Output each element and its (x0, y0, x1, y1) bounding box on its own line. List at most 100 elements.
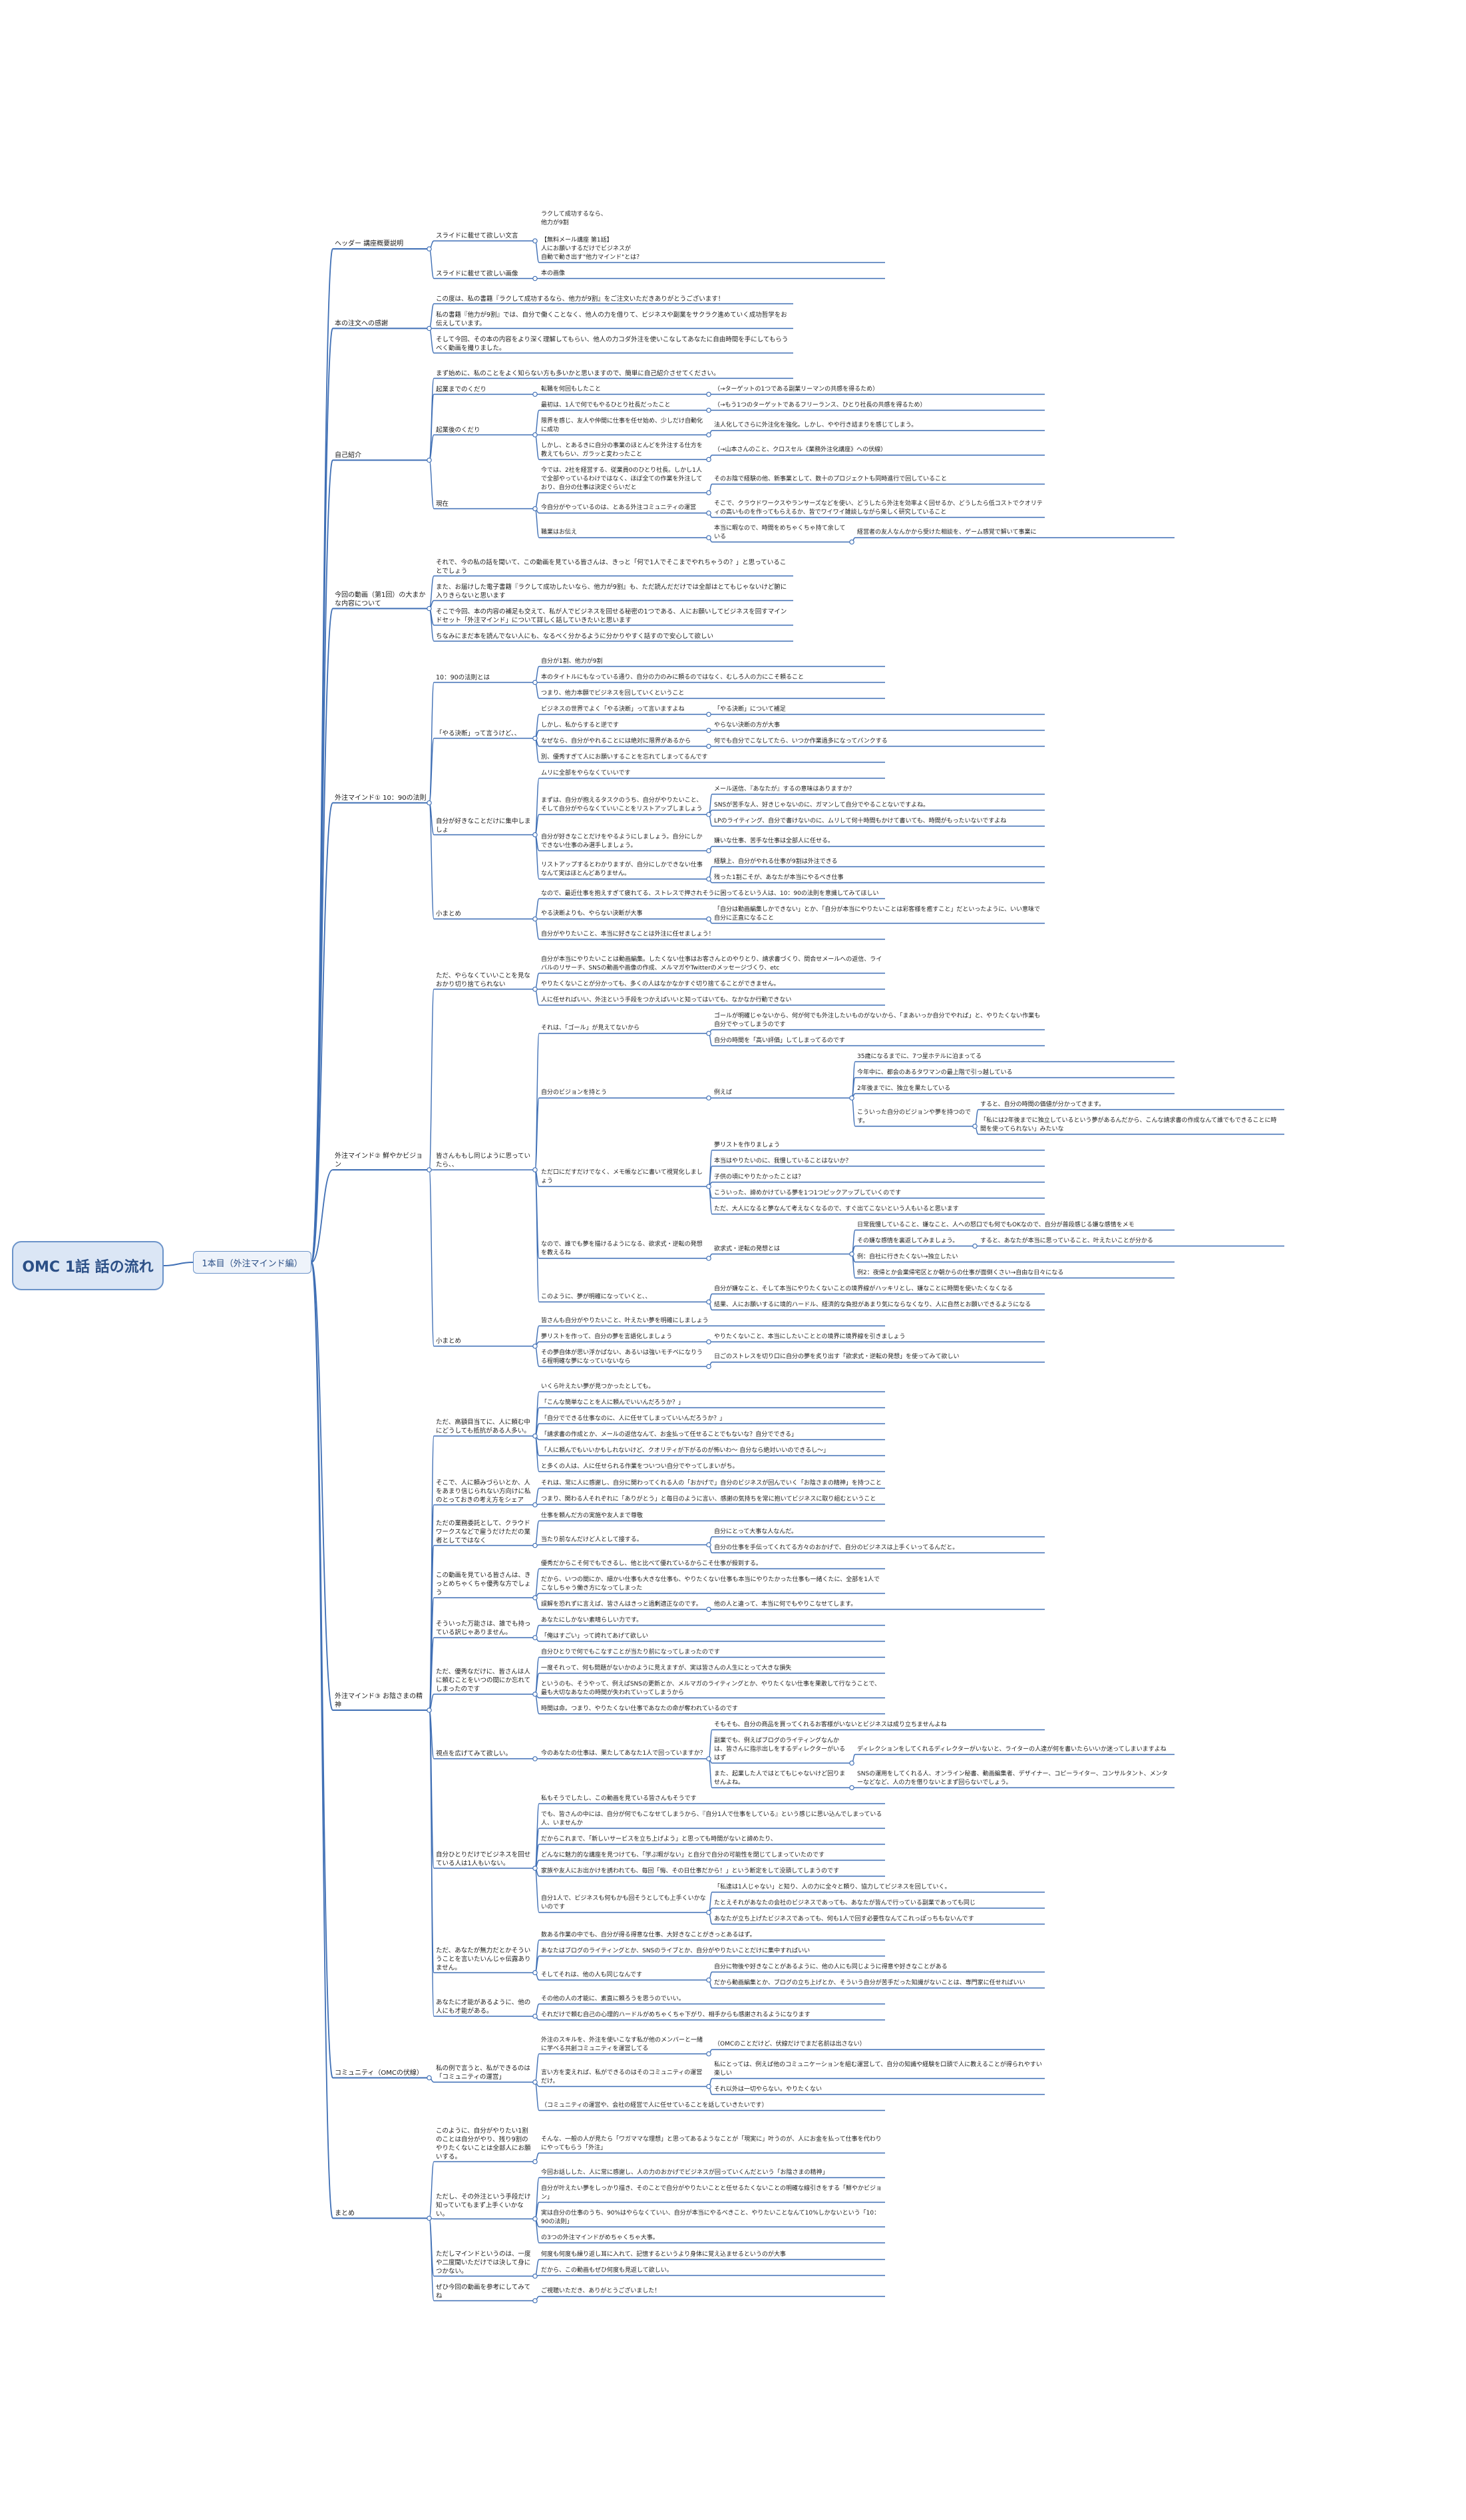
mindmap-node-m1d1[interactable]: なので、最近仕事を抱えすぎて疲れてる、ストレスで押されそうに困ってるという人は、… (541, 890, 879, 897)
mindmap-node-m3f[interactable]: ただ、優秀なだけに、皆さんは人に頼むことをいつの間にか忘れてしまったのです (436, 1668, 531, 1693)
mindmap-node-m3h6a[interactable]: 「私達は1人じゃない」と知り、人の力に全々と頼り、協力してビジネスを回していく。 (714, 1883, 951, 1890)
mindmap-node-v2[interactable]: また、お届けした電子書籍『ラクして成功したいなら、他力が9割』も、ただ読んだだけ… (436, 583, 787, 600)
mindmap-node-m3i3[interactable]: そしてそれは、他の人も同じなんです (541, 1971, 643, 1978)
mindmap-node-c1b1[interactable]: 私にとっては、例えば他のコミュニケーションを組む運営して、自分の知識や経験を口頭… (714, 2061, 1042, 2077)
mindmap-node-m2a3[interactable]: 人に任せればいい、外注という手段をつかえばいいと知ってはいても、なかなか行動でき… (541, 996, 792, 1003)
mindmap-node-m1b1[interactable]: ビジネスの世界でよく「やる決断」って言いますよね (541, 705, 685, 713)
mindmap-node-m3g1a[interactable]: そもそも、自分の商品を買ってくれるお客様がいないとビジネスは成り立ちませんよね (714, 1721, 947, 1728)
mindmap-node-m1b3[interactable]: なぜなら、自分がやれることには絶対に限界があるから (541, 737, 691, 745)
mindmap-node-m2b4a4[interactable]: 例2：夜帰とか会業帰宅区とか朝からの仕事が面倒くさい→自由な日々になる (857, 1269, 1064, 1276)
mindmap-node-m3a4[interactable]: 「請求書の作成とか、メールの返信なんて、お金払って任せることでもないな？自分でで… (541, 1431, 798, 1438)
mindmap-node-v1[interactable]: それで、今の私の話を聞いて、この動画を見ている皆さんは、きっと「何で1人でそこま… (436, 558, 787, 575)
mindmap-node-m3a[interactable]: ただ、高額目当てに、人に頼む中にどうしても抵抗がある人多い。 (436, 1419, 530, 1435)
mindmap-node-m3c[interactable]: ただの業務委託として、クラウドワークスなどで雇うだけただの業者としてではなく (436, 1519, 531, 1544)
mindmap-node-s2c[interactable]: 限界を感じ、友人や仲間に仕事を任せ始め、少しだけ自動化に成功 (541, 417, 703, 433)
mindmap-node-m2a2[interactable]: やりたくないことが分かっても、多くの人はなかなかすぐ切り捨てることができません。 (541, 980, 780, 988)
mindmap-node-m2b2c[interactable]: 2年後までに、独立を果たしている (857, 1085, 951, 1092)
mindmap-node-e2b[interactable]: 自分が叶えたい夢をしっかり描き、そのことで自分がやりたいことと任せるたくないこと… (541, 2185, 882, 2201)
mindmap-node-m1c4b[interactable]: 残った1割こそが、あなたが本当にやるべき仕事 (714, 874, 844, 881)
mindmap-node-m2b3c[interactable]: 子供の頃にやりたかったことは？ (714, 1173, 805, 1180)
mindmap-node-m3g1c1[interactable]: SNSの運用をしてくれる人、オンライン秘書、動画編集者、デザイナー、コピーライタ… (857, 1770, 1168, 1786)
mindmap-node-e3[interactable]: ただしマインドというのは、一度や二度聞いただけでは決して身につかない。 (436, 2250, 531, 2275)
mindmap-node-m3h2[interactable]: でも、皆さんの中には、自分が何でもこなせてしまうから、『自分1人で仕事をしている… (541, 1811, 882, 1827)
mindmap-node-m2b2d2[interactable]: 「私には2年後までに独立しているという夢があるんだから、こんな請求書の作成なんて… (980, 1117, 1277, 1133)
mindmap-node-c[interactable]: コミュニティ（OMCの伏線） (335, 2069, 423, 2077)
mindmap-node-s1b[interactable]: （→ターゲットの1つである副業リーマンの共感を得るため） (714, 385, 879, 393)
mindmap-node-m3i1[interactable]: 数ある作業の中でも、自分が得る得意な仕事、大好きなことがきっとあるはず。 (541, 1931, 756, 1938)
mindmap-node-m1c1[interactable]: ムリに全部をやらなくていいです (541, 769, 631, 777)
mindmap-node-e2d[interactable]: の3つの外注マインドがめちゃくちゃ大事。 (541, 2234, 659, 2241)
mindmap-node-m1c4[interactable]: リストアップするとわかりますが、自分にしかできない仕事なんて実はほとんどありませ… (541, 862, 703, 877)
mindmap-node-s0[interactable]: まず始めに、私のことをよく知らない方も多いかと思いますので、簡単に自己紹介させて… (436, 369, 720, 377)
mindmap-node-m1c3[interactable]: 自分が好きなことだけをやるようにしましょう。自分にしかできない仕事のみ選手しまし… (541, 833, 703, 849)
mindmap-node-m3h4[interactable]: どんなに魅力的な講座を見つけても、「学ぶ暇がない」と自分で自分の可能性を閉じてし… (541, 1851, 825, 1859)
mindmap-node-s3a[interactable]: 今では、2社を経営する、従業員0のひとり社長。しかし1人で全部やっているわけでは… (541, 466, 703, 491)
mindmap-node-m2b4a2a[interactable]: すると、あなたが本当に思っていること、叶えたいことが分かる (980, 1237, 1153, 1244)
mindmap-node-m3h[interactable]: 自分ひとりだけでビジネスを回せている人は1人もいない。 (436, 1851, 531, 1867)
mindmap-node-m2b4[interactable]: なので、誰でも夢を描けるようになる、欲求式・逆転の発想を教えるね (541, 1241, 703, 1256)
mindmap-node-m2b3d[interactable]: こういった、諦めかけている夢を1つ1つピックアップしていくのです (714, 1189, 902, 1196)
mindmap-node-b2[interactable]: 私の書籍『他力が9割』では、自分で働くことなく、他人の力を借りて、ビジネスや副業… (436, 311, 787, 327)
mindmap-node-m3d1[interactable]: 優秀だからこそ何でもできるし、他と比べて優れているからこそ仕事が殺到する。 (541, 1560, 762, 1567)
mindmap-node-h1[interactable]: スライドに載せて欲しい文言 (436, 232, 518, 240)
mindmap-node-m1c2[interactable]: まずは、自分が抱えるタスクのうち、自分がやりたいこと、そして自分がやらなくていい… (541, 797, 703, 812)
mindmap-node-m2b2[interactable]: 自分のビジョンを持とう (541, 1089, 608, 1096)
mindmap-node-m3c2[interactable]: 当たり前なんだけど人として接する。 (541, 1536, 643, 1543)
mindmap-node-m3g[interactable]: 視点を広げてみて欲しい。 (436, 1750, 512, 1757)
mindmap-node-m1b2a[interactable]: やらない決断の方が大事 (714, 721, 781, 729)
mindmap-node-m2b5b[interactable]: 結果、人にお願いするに境的ハードル、経済的な負担があまり気にならなくなり、人に自… (714, 1301, 1031, 1308)
mindmap-node-m1b3a[interactable]: 何でも自分でこなしてたら、いつか作業過多になってパンクする (714, 737, 888, 745)
mindmap-node-m2b3a[interactable]: 夢リストを作りましょう (714, 1141, 781, 1149)
mindmap-node-m1a2[interactable]: 本のタイトルにもなっている通り、自分の力のみに頼るのではなく、むしろ人の力にこそ… (541, 673, 805, 681)
mindmap-node-m3a1[interactable]: いくら叶えたい夢が見つかったとしても。 (541, 1383, 655, 1390)
mindmap-node-m2c[interactable]: 小まとめ (436, 1338, 462, 1345)
mindmap-node-m3c2b[interactable]: 自分の仕事を手伝ってくれてる方々のおかげで、自分のビジネスは上手くいってるんだと… (714, 1544, 959, 1551)
mindmap-node-m3g1b1[interactable]: ディレクションをしてくれるディレクターがいないと、ライターの人達が何を書いたらい… (857, 1745, 1167, 1753)
mindmap-node-m3j[interactable]: あなたに才能があるように、他の人にも才能がある。 (436, 1999, 531, 2015)
mindmap-node-m1a1[interactable]: 自分が1割、他力が9割 (541, 657, 603, 665)
mindmap-node-e4a[interactable]: ご視聴いただき、ありがとうございました！ (541, 2288, 661, 2294)
mindmap-node-m3g1c[interactable]: また、起業した人ではとてもじゃないけど回りませんよね。 (714, 1770, 846, 1786)
mindmap-node-e2c[interactable]: 実は自分の仕事のうち、90%はやらなくていい、自分が本当にやるべきこと、やりたい… (541, 2209, 880, 2225)
mindmap-node-m3a5[interactable]: 「人に頼んでもいいかもしれないけど、クオリティが下がるのが怖いわ〜 自分なら絶対… (541, 1447, 830, 1454)
mindmap-node-s2e[interactable]: しかし、とあるきに自分の事業のほとんどを外注する仕方を教えてもらい、ガラッと変わ… (541, 442, 703, 458)
mindmap-node-s3f[interactable]: 本当に暇なので、時間をめちゃくちゃ持て余している (714, 524, 846, 540)
mindmap-node-s3c[interactable]: 今自分がやっているのは、とある外注コミュニティの運営 (541, 504, 697, 511)
mindmap-node-s1a[interactable]: 転職を何回もしたこと (541, 385, 602, 393)
mindmap-node-m3g1[interactable]: 今のあなたの仕事は、果たしてあなた1人で回っていますか？ (541, 1750, 706, 1757)
mindmap-node-c1b2[interactable]: それ以外は一切やらない。やりたくない (714, 2085, 823, 2093)
mindmap-node-m2c3[interactable]: その夢自体が思い浮かばない、あるいは強いモチベになりうる程明確な夢になっていない… (541, 1349, 703, 1365)
mindmap-node-m2b4a2[interactable]: その嫌な感情を裏返してみましょう。 (857, 1237, 959, 1244)
mindmap-node-s3e[interactable]: 職業はお伝え (541, 529, 578, 536)
mindmap-node-s2f[interactable]: （→山本さんのこと、クロスセル《業務外注化講座》への伏線） (714, 447, 887, 453)
mindmap-node-m3j1[interactable]: その他の人の才能に、素直に頼ろうを思うのでいい。 (541, 1995, 685, 2002)
mindmap-node-m3i3a[interactable]: 自分に物後や好きなことがあるように、他の人にも同じように得意や好きなことがある (714, 1963, 948, 1970)
mindmap-node-m3j2[interactable]: それだけで頼む自己の心理的ハードルがめちゃくちゃ下がり、相手からも感謝されるよう… (541, 2011, 811, 2018)
mindmap-node-m2b[interactable]: 皆さんももし同じように思っていたら、、 (436, 1153, 531, 1169)
mindmap-node-b[interactable]: 本の注文への感謝 (335, 319, 388, 327)
mindmap-node-c1b[interactable]: 言い方を変えれば、私ができるのはそのコミュニティの運営だけ。 (541, 2069, 703, 2085)
mindmap-node-m1d2[interactable]: やる決断よりも、やらない決断が大事 (541, 910, 643, 917)
mindmap-node-m1[interactable]: 外注マインド① 10：90の法則 (335, 794, 427, 802)
mindmap-node-m3h5[interactable]: 家族や友人にお出かけを誘われても、毎回「悔、その日仕事だから！」という断定をして… (541, 1867, 840, 1875)
mindmap-node-m3e[interactable]: そういった万能さは、誰でも持っている訳じゃありません。 (436, 1620, 531, 1636)
mindmap-node-m3i[interactable]: ただ、あなたが無力だとかそういうことを言いたいんじゃ伝露ありません。 (436, 1946, 531, 1972)
mindmap-node-m2b4a[interactable]: 欲求式・逆転の発想とは (714, 1245, 781, 1252)
mindmap-node-m2a[interactable]: ただ、やらなくていいことを見なおかり切り捨てられない (436, 972, 530, 988)
mindmap-node-c1a1[interactable]: （OMCのことだけど、伏線だけでまだ名前は出さない） (714, 2041, 866, 2048)
mindmap-node-m1a[interactable]: 10：90の法則とは (436, 673, 490, 681)
mindmap-root-node[interactable]: OMC 1話 話の流れ (12, 1241, 164, 1290)
mindmap-node-m3b[interactable]: そこで、人に頼みづらいとか、人をあまり信じられない方向けに私のとっておきの考え方… (436, 1479, 531, 1504)
mindmap-node-m2b2a[interactable]: 35歳になるまでに、7つ星ホテルに泊まってる (857, 1053, 982, 1060)
mindmap-node-m3h3[interactable]: だからこれまで、「新しいサービスを立ち上げよう」と思っても時間がないと諦めたり、 (541, 1835, 777, 1843)
mindmap-node-m2[interactable]: 外注マインド② 鮮やかビジョン (335, 1153, 423, 1169)
mindmap-node-m2b3b[interactable]: 本当はやりたいのに、我慢していることはないか？ (714, 1157, 852, 1165)
mindmap-node-m3d2[interactable]: だから、いつの間にか、細かい仕事も大きな仕事も、やりたくない仕事も本当にやりたか… (541, 1576, 880, 1592)
mindmap-node-v[interactable]: 今回の動画（第1回）の大まかな内容について (335, 591, 426, 608)
mindmap-node-s3b[interactable]: そのお陰で経験の他、新事業として、数十のプロジェクトも同時進行で回していること (714, 475, 948, 482)
mindmap-node-v3[interactable]: そこで今回、本の内容の補足も交えて、私が人でビジネスを回せる秘密の1つである、人… (436, 608, 787, 624)
mindmap-node-m2b1[interactable]: それは、「ゴール」が見えてないから (541, 1025, 640, 1031)
mindmap-node-h[interactable]: ヘッダー 講座概要説明 (335, 240, 404, 248)
mindmap-node-m1d2a[interactable]: 「自分は勤画編集しかできない」とか、「自分が本当にやりたいことは彩客様を癒すこと… (714, 906, 1041, 922)
mindmap-node-m3d[interactable]: この動画を見ている皆さんは、きっとめちゃくちゃ優秀な方でしょう (436, 1572, 531, 1596)
